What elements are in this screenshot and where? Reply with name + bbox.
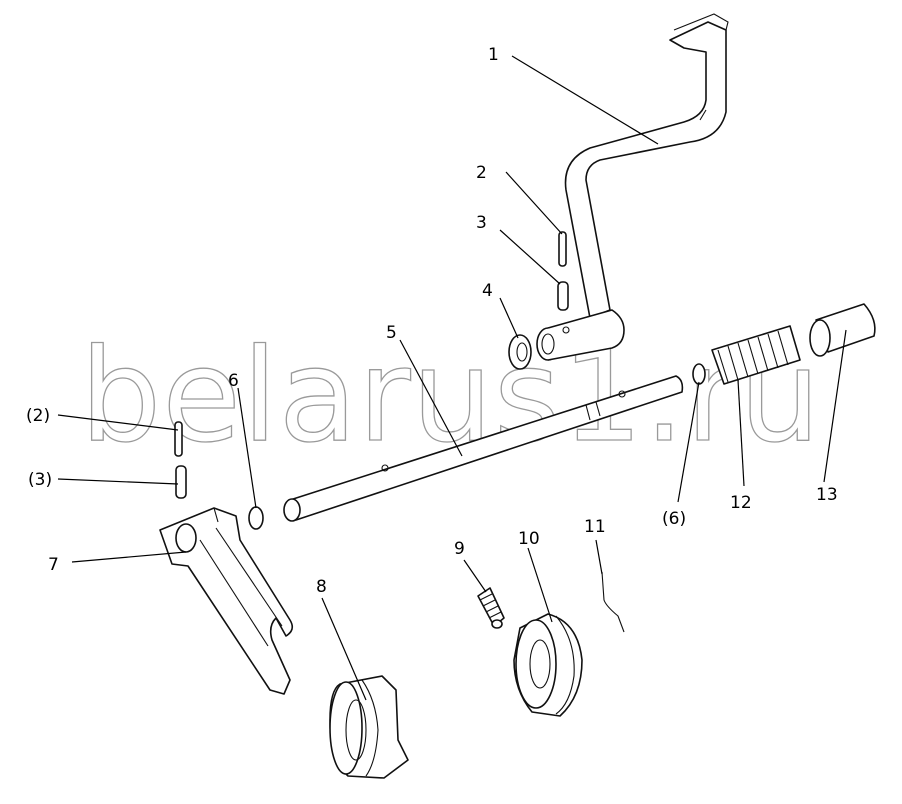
callout-11: 11 bbox=[584, 517, 606, 537]
part-6b-ring bbox=[692, 363, 706, 385]
part-6-ring bbox=[248, 506, 264, 530]
callout-13: 13 bbox=[816, 485, 838, 505]
part-9-screw bbox=[477, 587, 505, 629]
part-5-shaft bbox=[283, 375, 684, 522]
part-10-coupling bbox=[513, 613, 583, 717]
part-4-washer bbox=[508, 334, 532, 370]
callout-1: 1 bbox=[488, 45, 499, 65]
callout-5: 5 bbox=[386, 323, 397, 343]
callout-10: 10 bbox=[518, 529, 540, 549]
part-1-lever bbox=[536, 13, 729, 361]
part-2-pin bbox=[558, 231, 567, 267]
part-3-pin bbox=[557, 281, 569, 311]
callout-7: 7 bbox=[48, 555, 59, 575]
callout-2: 2 bbox=[476, 163, 487, 183]
callout-6: 6 bbox=[228, 371, 239, 391]
callout-2b: (2) bbox=[26, 406, 50, 426]
part-7-fork bbox=[159, 507, 294, 695]
part-12-spring bbox=[711, 325, 801, 385]
part-8-coupling bbox=[329, 675, 409, 779]
callout-3: 3 bbox=[476, 213, 487, 233]
callout-12: 12 bbox=[730, 493, 752, 513]
callout-3b: (3) bbox=[28, 470, 52, 490]
part-3b-pin bbox=[175, 465, 187, 499]
part-13-bushing bbox=[809, 303, 876, 357]
callout-9: 9 bbox=[454, 539, 465, 559]
callout-6b: (6) bbox=[662, 509, 686, 529]
part-2b-pin bbox=[174, 421, 183, 457]
leader-lines bbox=[57, 55, 847, 701]
callout-4: 4 bbox=[482, 281, 493, 301]
part-11-wire-spring bbox=[601, 571, 625, 633]
watermark: belarus1.ru bbox=[80, 322, 821, 471]
callout-8: 8 bbox=[316, 577, 327, 597]
